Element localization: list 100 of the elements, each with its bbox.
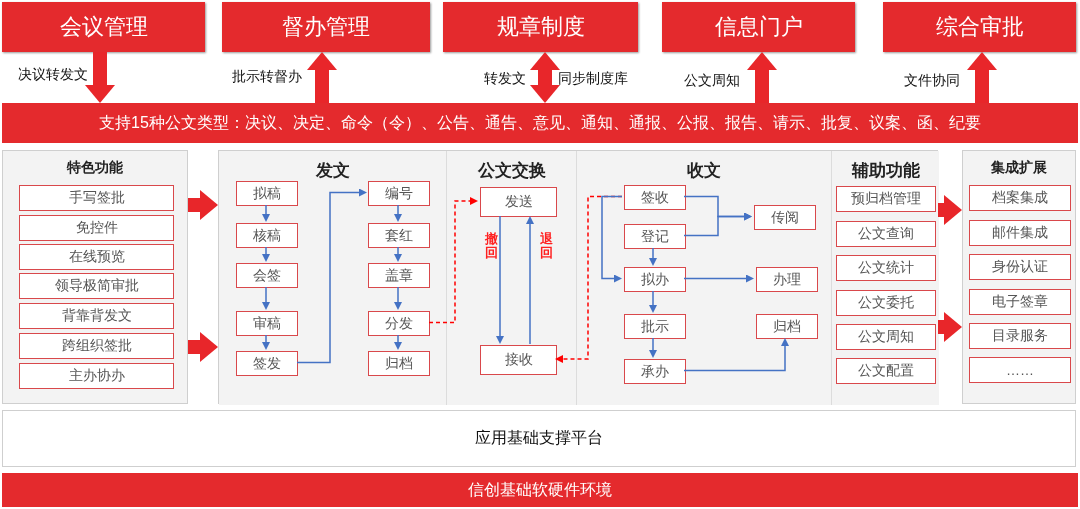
module-box <box>222 2 430 52</box>
box-label: 登记 <box>641 227 669 246</box>
box-label: 会签 <box>253 266 281 285</box>
box-label: 套红 <box>385 226 413 245</box>
block-arrow <box>307 52 337 103</box>
box-label: 归档 <box>385 354 413 373</box>
box-label: 档案集成 <box>992 189 1048 207</box>
process-box <box>480 187 557 217</box>
heading: 发文 <box>315 160 350 182</box>
box-label: 批示 <box>641 317 669 336</box>
process-box <box>969 254 1071 280</box>
process-box <box>19 273 174 299</box>
module-box <box>2 2 205 52</box>
box-label: 跨组织签批 <box>61 337 132 355</box>
heading: 公文交换 <box>477 160 546 182</box>
block-arrow <box>938 195 962 225</box>
process-box <box>969 323 1071 349</box>
process-box <box>368 263 430 288</box>
box-label: 规章制度 <box>496 13 585 41</box>
edge-label: 转发文 <box>484 70 526 88</box>
box-label: 主办协办 <box>68 367 125 385</box>
box-label: 领导极简审批 <box>54 277 139 295</box>
arrow <box>394 246 402 262</box>
arrow <box>262 204 270 222</box>
arrow <box>601 195 623 283</box>
process-box <box>969 220 1071 246</box>
block-arrow <box>747 52 777 103</box>
box-label: 编号 <box>385 184 413 203</box>
box-label: 签收 <box>641 188 669 207</box>
edge-label: 批示转督办 <box>232 68 302 86</box>
box-label: …… <box>1006 362 1034 378</box>
arrow <box>683 274 754 283</box>
process-box <box>19 363 174 389</box>
edge-label: 决议转发文 <box>18 66 88 84</box>
box-label: 公文查询 <box>858 225 914 243</box>
arrow <box>649 290 657 313</box>
process-box <box>368 181 430 206</box>
process-box <box>836 358 936 384</box>
dashed-arrow <box>428 197 478 324</box>
process-box <box>624 314 686 339</box>
box-label: 盖章 <box>385 266 413 285</box>
arrow <box>394 334 402 350</box>
box-label: 免控件 <box>75 219 118 237</box>
process-box <box>754 205 816 230</box>
box-label: 拟稿 <box>253 184 281 203</box>
process-box <box>836 324 936 350</box>
box-label: 审稿 <box>253 314 281 333</box>
arrow <box>296 188 367 364</box>
box-label: 督办管理 <box>282 13 370 41</box>
box-label: 支持15种公文类型：决议、决定、命令（令）、公告、通告、意见、通知、通报、公报、报告、请示、批复、议案、函、纪要 <box>99 112 981 133</box>
box-label: 公文委托 <box>858 294 914 312</box>
heading: 收文 <box>687 160 721 182</box>
process-box <box>756 314 818 339</box>
arrow <box>683 212 752 237</box>
panel <box>962 150 1076 404</box>
process-box <box>969 357 1071 383</box>
banner <box>2 473 1078 507</box>
arrow <box>496 215 504 344</box>
box-label: 手写签批 <box>68 189 125 207</box>
process-box <box>836 255 936 281</box>
process-box <box>236 311 298 336</box>
panel <box>218 150 938 404</box>
banner <box>2 103 1078 143</box>
box-label: 分发 <box>385 314 413 333</box>
block-arrow <box>938 312 962 342</box>
module-box <box>883 2 1076 52</box>
arrow <box>649 247 657 266</box>
box-label: 背靠背发文 <box>61 307 132 325</box>
block-arrow <box>188 332 218 362</box>
edge-label: 撤回 <box>485 232 498 261</box>
process-box <box>836 290 936 316</box>
arrow <box>262 286 270 310</box>
process-box <box>836 186 936 212</box>
box-label: 电子签章 <box>992 293 1048 311</box>
process-box <box>19 244 174 270</box>
box-label: 公文统计 <box>858 259 914 277</box>
process-box <box>368 311 430 336</box>
panel-section <box>576 151 831 405</box>
box-label: 公文配置 <box>858 362 914 380</box>
heading: 集成扩展 <box>991 159 1047 177</box>
arrow <box>394 286 402 310</box>
process-box <box>236 263 298 288</box>
box-label: 应用基础支撑平台 <box>475 428 603 448</box>
process-box <box>19 303 174 329</box>
box-label: 办理 <box>773 270 801 289</box>
edge-label: 退回 <box>540 232 553 261</box>
edge-label: 公文周知 <box>684 72 740 90</box>
box-label: 邮件集成 <box>992 224 1048 242</box>
arrow <box>394 204 402 222</box>
panel <box>2 150 188 404</box>
box-label: 会议管理 <box>59 13 148 41</box>
box-label: 传阅 <box>771 208 799 227</box>
process-box <box>969 289 1071 315</box>
heading: 特色功能 <box>67 159 123 177</box>
box-label: 信创基础软硬件环境 <box>468 479 612 500</box>
process-box <box>236 181 298 206</box>
arrow-label: 同步制度库 <box>558 70 628 88</box>
box-label: 身份认证 <box>992 258 1048 276</box>
process-box <box>836 221 936 247</box>
module-box <box>662 2 855 52</box>
